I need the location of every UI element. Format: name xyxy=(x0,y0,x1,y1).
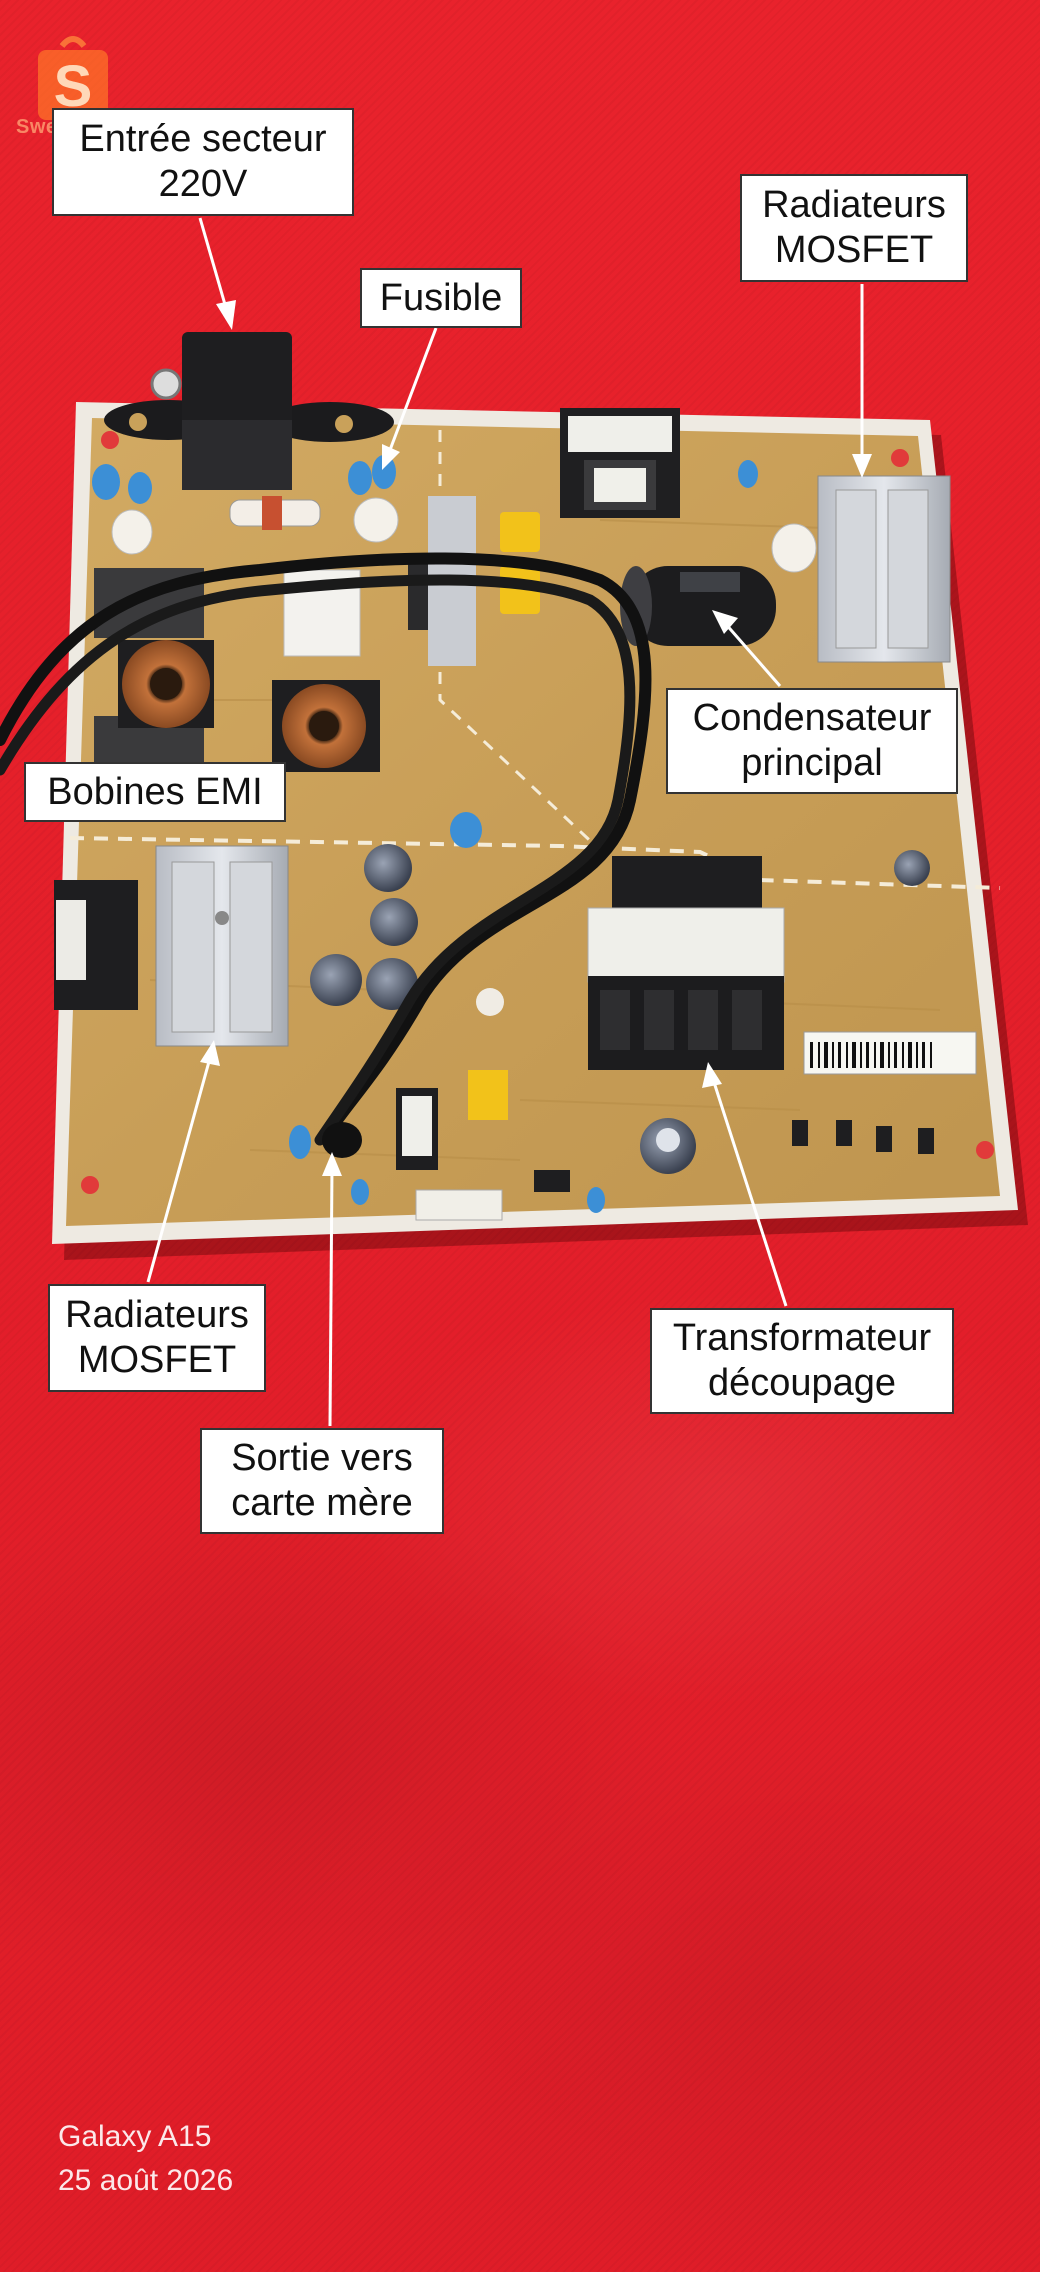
filter-capacitors xyxy=(310,844,930,1174)
switching-transformer xyxy=(587,856,785,1070)
barcode-sticker xyxy=(803,1031,977,1075)
ac-inlet xyxy=(104,332,394,490)
mosfet-heatsink-bottom xyxy=(155,845,289,1047)
photo-date-stamp: 25 août 2026 xyxy=(58,2164,234,2197)
camera-model-stamp: Galaxy A15 xyxy=(58,2120,212,2153)
small-transformer xyxy=(560,408,680,518)
label-fuse: Fusible xyxy=(360,268,522,328)
mosfet-heatsink-top xyxy=(817,475,951,663)
label-emi-coils: Bobines EMI xyxy=(24,762,286,822)
